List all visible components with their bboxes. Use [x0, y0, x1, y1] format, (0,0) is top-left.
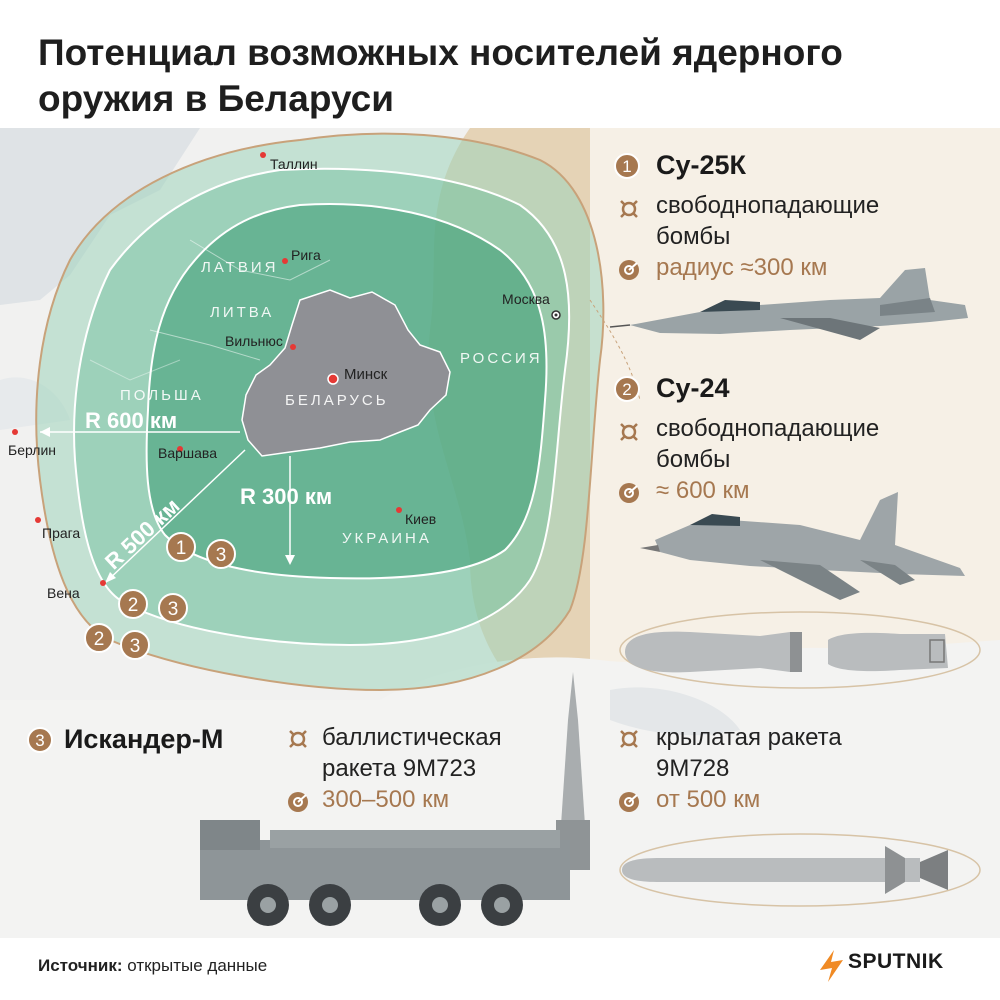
country-label-ukraine: УКРАИНА: [342, 530, 432, 547]
su24-range: ≈ 600 км: [656, 477, 750, 504]
city-label-berlin: Берлин: [8, 442, 57, 458]
map-badge-2a: 2: [118, 589, 148, 619]
ballistic-range: 300–500 км: [322, 786, 450, 813]
border-lines-3: [89, 359, 181, 381]
sea-area: [0, 128, 200, 305]
city-label-vienna: Вена: [47, 585, 80, 601]
bomb-2-image: [828, 632, 948, 672]
country-label-russia: РОССИЯ: [460, 350, 543, 367]
cruise-missile-frame: [619, 833, 981, 907]
range-target-icon: [619, 483, 639, 503]
radius-label-600: R 600 км: [85, 408, 178, 433]
black-sea: [610, 687, 740, 736]
city-dot-minsk: [327, 373, 339, 385]
su25-payload-line1: свободнопадающие: [656, 192, 880, 219]
city-label-warsaw: Варшава: [158, 445, 217, 461]
border-lines: [189, 239, 331, 281]
city-dot-tallinn: [260, 152, 266, 158]
page-title: Потенциал возможных носителей ядерного о…: [38, 32, 843, 119]
missile-payload-icon: [620, 730, 638, 748]
city-dot-vilnius: [290, 344, 296, 350]
cruise-line2: 9М728: [656, 755, 730, 782]
cruise-range: от 500 км: [656, 786, 761, 813]
city-label-vilnius: Вильнюс: [225, 333, 283, 349]
city-dot-kyiv: [396, 507, 402, 513]
belarus-shape: [241, 289, 451, 457]
map-badge-2b: 2: [84, 623, 114, 653]
radius-arrow-500: [105, 572, 116, 583]
bombs-frame: [619, 611, 981, 689]
su25-number-badge: 1: [614, 153, 640, 179]
su24-aircraft-image: [640, 492, 965, 600]
city-label-prague: Прага: [42, 525, 81, 541]
source-value: открытые данные: [127, 956, 268, 975]
city-label-kyiv: Киев: [405, 511, 437, 527]
su24-number-badge: 2: [614, 376, 640, 402]
su24-title: Су-24: [656, 373, 730, 403]
su25-payload-line2: бомбы: [656, 223, 731, 250]
cruise-line1: крылатая ракета: [656, 724, 842, 751]
radius-line-500: [104, 449, 246, 584]
sputnik-logo-mark: [820, 950, 843, 982]
border-lines-2: [149, 329, 261, 361]
su25-title: Су-25К: [656, 150, 747, 180]
iskander-launcher-image: [200, 672, 590, 926]
city-dot-warsaw: [177, 446, 183, 452]
country-label-belarus: БЕЛАРУСЬ: [285, 392, 389, 409]
su24-payload-line1: свободнопадающие: [656, 415, 880, 442]
range-target-icon: [619, 792, 639, 812]
iskander-title: Искандер-М: [64, 724, 224, 754]
missile-payload-icon: [289, 730, 307, 748]
su25-range: радиус ≈300 км: [656, 254, 828, 281]
su25-aircraft-image: [609, 268, 968, 340]
city-dot-prague: [35, 517, 41, 523]
map-badge-3a: 3: [206, 539, 236, 569]
radius-arrow-600: [40, 427, 50, 437]
radius-label-300: R 300 км: [240, 484, 333, 509]
city-dot-moscow-center: [554, 313, 558, 317]
city-label-riga: Рига: [291, 247, 321, 263]
source-label: Источник:: [38, 956, 123, 975]
map-badge-3b: 3: [158, 593, 188, 623]
bomb-1-image: [625, 631, 802, 673]
city-label-moscow: Москва: [502, 291, 550, 307]
city-label-tallinn: Таллин: [270, 156, 318, 172]
city-label-minsk: Минск: [344, 366, 388, 383]
su24-payload-line2: бомбы: [656, 446, 731, 473]
guide-line: [589, 299, 641, 401]
country-label-lithuania: ЛИТВА: [210, 304, 275, 321]
bomb-payload-icon: [620, 200, 638, 218]
bomb-payload-icon: [620, 423, 638, 441]
map-badge-1: 1: [166, 532, 196, 562]
ballistic-line1: баллистическая: [322, 724, 502, 751]
iskander-number-badge: 3: [27, 727, 53, 753]
city-dot-berlin: [12, 429, 18, 435]
radius-arrow-300: [285, 555, 295, 565]
sputnik-logo[interactable]: SPUTNIK: [848, 950, 944, 973]
map-badge-3c: 3: [120, 630, 150, 660]
country-label-latvia: ЛАТВИЯ: [201, 259, 279, 276]
cruise-missile-image: [622, 846, 948, 894]
range-target-icon: [619, 260, 639, 280]
country-label-poland: ПОЛЬША: [120, 387, 204, 404]
ballistic-line2: ракета 9М723: [322, 755, 477, 782]
city-dot-riga: [282, 258, 288, 264]
source-note: Источник: открытые данные: [38, 956, 267, 976]
city-dot-vienna: [100, 580, 106, 586]
range-target-icon: [288, 792, 308, 812]
